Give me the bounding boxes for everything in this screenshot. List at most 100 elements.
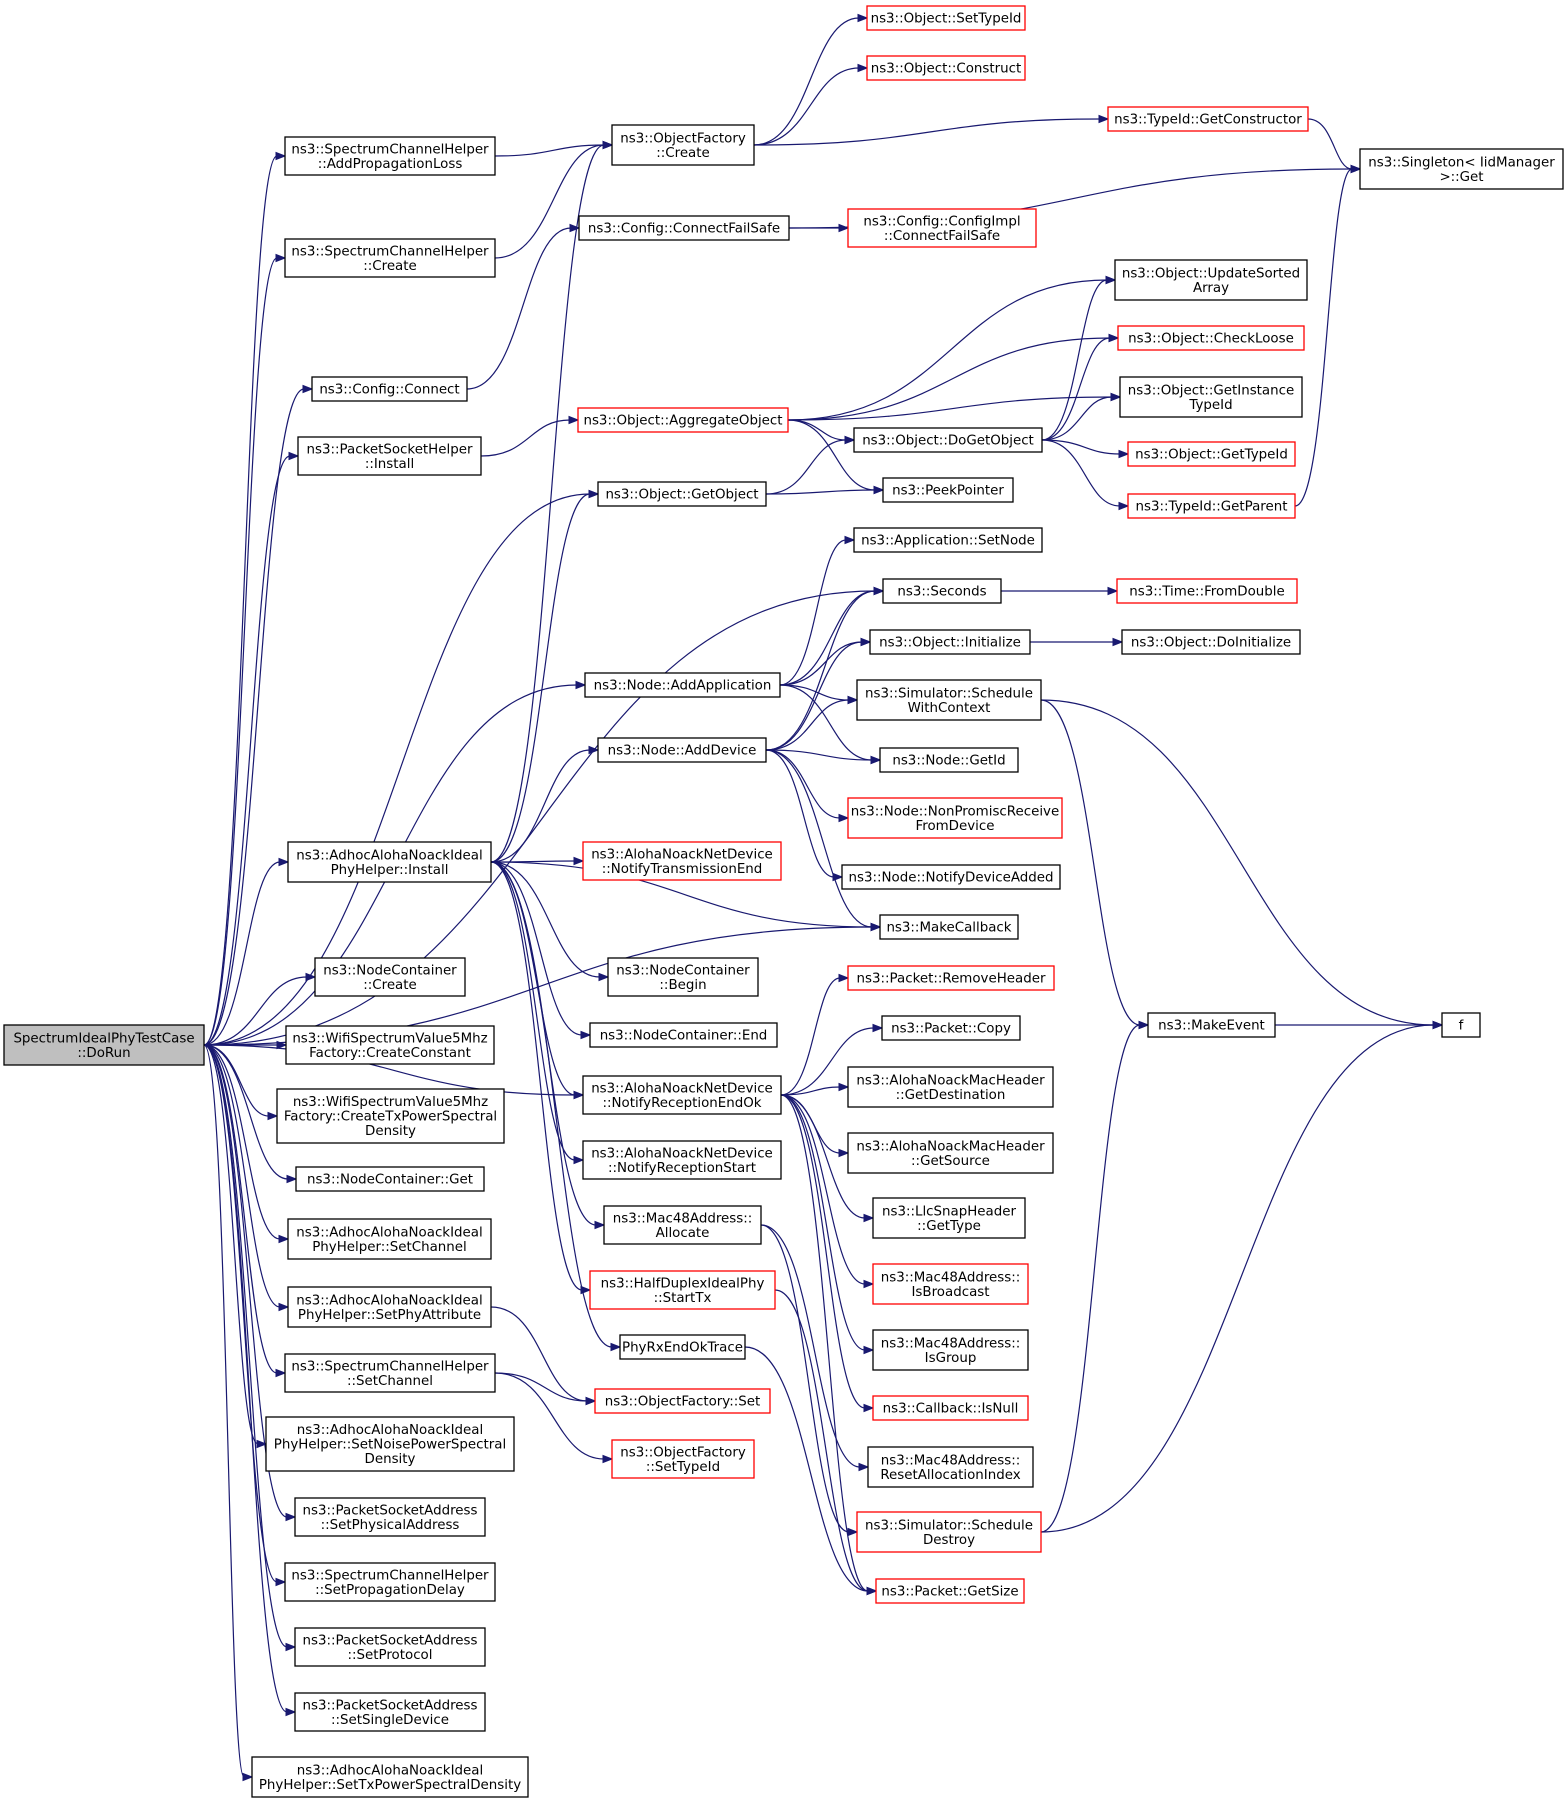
function-node-aha_install[interactable]: ns3::AdhocAlohaNoackIdealPhyHelper::Inst…: [287, 841, 492, 883]
function-node-cb_isnull[interactable]: ns3::Callback::IsNull: [872, 1395, 1029, 1421]
function-node-app_setnode[interactable]: ns3::Application::SetNode: [853, 527, 1043, 553]
call-edge-aha_setphyattr-to-of_set: [490, 1306, 597, 1406]
function-label: ns3::Object::DoGetObject: [862, 434, 1034, 449]
function-node-peekptr[interactable]: ns3::PeekPointer: [882, 477, 1014, 503]
function-node-obj_doinit[interactable]: ns3::Object::DoInitialize: [1121, 629, 1301, 655]
function-node-obj_init[interactable]: ns3::Object::Initialize: [869, 629, 1031, 655]
function-node-wsv_txpsd[interactable]: ns3::WifiSpectrumValue5MhzFactory::Creat…: [276, 1088, 505, 1144]
function-node-nc_get[interactable]: ns3::NodeContainer::Get: [295, 1166, 485, 1192]
call-edge-node_adddev-to-node_nonpromisc: [765, 749, 850, 823]
call-edge-phyrx_trace-to-pkt_getsize: [744, 1346, 878, 1596]
function-node-aha_settxpsd[interactable]: ns3::AdhocAlohaNoackIdealPhyHelper::SetT…: [251, 1756, 529, 1798]
function-label: ns3::PacketSocketAddress: [303, 1698, 478, 1713]
function-node-psa_setphys[interactable]: ns3::PacketSocketAddress::SetPhysicalAdd…: [294, 1497, 486, 1537]
function-node-hdip_starttx[interactable]: ns3::HalfDuplexIdealPhy::StartTx: [589, 1270, 776, 1310]
function-label: ns3::SpectrumChannelHelper: [291, 1359, 489, 1374]
function-node-phyrx_trace[interactable]: PhyRxEndOkTrace: [619, 1334, 746, 1360]
function-node-makeevent[interactable]: ns3::MakeEvent: [1147, 1012, 1276, 1038]
call-edge-seconds-to-time_fromdouble: [1001, 586, 1119, 596]
function-node-obj_dogetobj[interactable]: ns3::Object::DoGetObject: [853, 427, 1043, 453]
function-node-aha_setnoise[interactable]: ns3::AdhocAlohaNoackIdealPhyHelper::SetN…: [265, 1416, 515, 1472]
function-node-spch_addprop[interactable]: ns3::SpectrumChannelHelper::AddPropagati…: [284, 136, 496, 176]
function-node-anid_notifytxend[interactable]: ns3::AlohaNoackNetDevice::NotifyTransmis…: [582, 841, 782, 881]
function-node-mac48_isgroup[interactable]: ns3::Mac48Address::IsGroup: [872, 1329, 1029, 1371]
call-edge-tid_getparent-to-singleton_get: [1294, 164, 1362, 507]
function-node-root[interactable]: SpectrumIdealPhyTestCase::DoRun: [3, 1024, 205, 1066]
function-node-f[interactable]: f: [1441, 1012, 1481, 1038]
function-node-nc_begin[interactable]: ns3::NodeContainer::Begin: [607, 957, 759, 997]
function-node-makecallback[interactable]: ns3::MakeCallback: [879, 914, 1019, 940]
function-node-spch_setdelay[interactable]: ns3::SpectrumChannelHelper::SetPropagati…: [284, 1562, 496, 1602]
function-node-anid_notifyrxstart[interactable]: ns3::AlohaNoackNetDevice::NotifyReceptio…: [582, 1140, 782, 1180]
function-node-cfg_connect[interactable]: ns3::Config::Connect: [311, 376, 468, 402]
function-label: ns3::Config::Connect: [319, 383, 459, 398]
call-edge-anid_notifyrxok-to-pkt_removehdr: [780, 973, 850, 1096]
call-edge-root-to-aha_install: [203, 857, 290, 1046]
function-node-psa_setsingle[interactable]: ns3::PacketSocketAddress::SetSingleDevic…: [294, 1692, 486, 1732]
call-edge-root-to-psh_install: [203, 451, 300, 1046]
function-node-time_fromdouble[interactable]: ns3::Time::FromDouble: [1116, 578, 1298, 604]
function-node-aha_setphyattr[interactable]: ns3::AdhocAlohaNoackIdealPhyHelper::SetP…: [287, 1286, 492, 1328]
function-node-psa_setproto[interactable]: ns3::PacketSocketAddress::SetProtocol: [294, 1627, 486, 1667]
function-node-wsv_const[interactable]: ns3::WifiSpectrumValue5MhzFactory::Creat…: [285, 1025, 495, 1065]
function-node-pkt_getsize[interactable]: ns3::Packet::GetSize: [875, 1578, 1025, 1604]
function-label: ns3::SpectrumChannelHelper: [291, 244, 489, 259]
function-node-node_notifydevadded[interactable]: ns3::Node::NotifyDeviceAdded: [841, 864, 1061, 890]
function-label: ::Create: [656, 146, 710, 161]
function-label: ::DoRun: [77, 1046, 130, 1061]
function-node-spch_setchan[interactable]: ns3::SpectrumChannelHelper::SetChannel: [284, 1353, 496, 1393]
function-node-singleton_get[interactable]: ns3::Singleton< IidManager>::Get: [1359, 148, 1564, 190]
function-node-nc_create[interactable]: ns3::NodeContainer::Create: [314, 957, 466, 997]
function-node-node_adddev[interactable]: ns3::Node::AddDevice: [597, 737, 767, 763]
function-node-anid_notifyrxok[interactable]: ns3::AlohaNoackNetDevice::NotifyReceptio…: [582, 1075, 782, 1115]
function-label: ns3::LlcSnapHeader: [882, 1204, 1016, 1219]
call-edges: [203, 13, 1444, 1782]
function-label: ns3::Object::AggregateObject: [583, 414, 782, 429]
function-label: ns3::Object::DoInitialize: [1131, 636, 1291, 651]
function-node-of_settypeid[interactable]: ns3::ObjectFactory::SetTypeId: [611, 1439, 755, 1479]
function-label: ns3::SpectrumChannelHelper: [291, 142, 489, 157]
function-node-pkt_copy[interactable]: ns3::Packet::Copy: [881, 1015, 1021, 1041]
function-node-llc_gettype[interactable]: ns3::LlcSnapHeader::GetType: [872, 1197, 1026, 1239]
function-label: ::NotifyReceptionStart: [608, 1161, 756, 1176]
function-node-obj_construct[interactable]: ns3::Object::Construct: [866, 55, 1026, 81]
function-node-mac48_alloc[interactable]: ns3::Mac48Address::Allocate: [603, 1205, 762, 1245]
function-node-obj_aggr[interactable]: ns3::Object::AggregateObject: [577, 407, 789, 433]
function-node-spch_create[interactable]: ns3::SpectrumChannelHelper::Create: [284, 238, 496, 278]
function-node-aha_setchan[interactable]: ns3::AdhocAlohaNoackIdealPhyHelper::SetC…: [287, 1218, 492, 1260]
function-node-anmh_getsrc[interactable]: ns3::AlohaNoackMacHeader::GetSource: [847, 1132, 1054, 1174]
function-node-seconds[interactable]: ns3::Seconds: [882, 578, 1002, 604]
function-node-nc_end[interactable]: ns3::NodeContainer::End: [589, 1022, 778, 1048]
call-edge-spch_setchan-to-of_settypeid: [494, 1372, 614, 1464]
function-label: ns3::Mac48Address::: [881, 1453, 1021, 1468]
function-node-tid_getparent[interactable]: ns3::TypeId::GetParent: [1127, 493, 1296, 519]
function-label: ns3::Object::UpdateSorted: [1122, 266, 1300, 281]
function-node-psh_install[interactable]: ns3::PacketSocketHelper::Install: [297, 436, 482, 476]
function-node-node_addapp[interactable]: ns3::Node::AddApplication: [584, 672, 781, 698]
function-node-mac48_isbcast[interactable]: ns3::Mac48Address::IsBroadcast: [872, 1263, 1029, 1305]
function-node-cfgimpl_cfs[interactable]: ns3::Config::ConfigImpl::ConnectFailSafe: [847, 208, 1037, 248]
function-node-obj_settypeid[interactable]: ns3::Object::SetTypeId: [866, 5, 1026, 31]
function-node-cfg_cfs[interactable]: ns3::Config::ConnectFailSafe: [578, 215, 790, 241]
function-node-mac48_resetalloc[interactable]: ns3::Mac48Address::ResetAllocationIndex: [867, 1446, 1034, 1488]
function-node-node_getid[interactable]: ns3::Node::GetId: [879, 747, 1019, 773]
function-node-obj_gettypeid[interactable]: ns3::Object::GetTypeId: [1127, 441, 1296, 467]
call-edge-root-to-psa_setphys: [203, 1044, 297, 1522]
call-edge-anid_notifyrxok-to-mac48_isgroup: [780, 1094, 875, 1355]
function-label: ns3::NodeContainer::Get: [307, 1173, 473, 1188]
function-node-anmh_getdest[interactable]: ns3::AlohaNoackMacHeader::GetDestination: [847, 1066, 1054, 1108]
function-node-of_set[interactable]: ns3::ObjectFactory::Set: [594, 1388, 771, 1414]
function-node-tid_getctor[interactable]: ns3::TypeId::GetConstructor: [1107, 106, 1309, 132]
function-node-obj_checkloose[interactable]: ns3::Object::CheckLoose: [1117, 325, 1305, 351]
function-label: ns3::AdhocAlohaNoackIdeal: [297, 1763, 483, 1778]
function-node-obj_getobj[interactable]: ns3::Object::GetObject: [597, 481, 767, 507]
function-label: ns3::Object::Initialize: [879, 636, 1021, 651]
function-node-of_create[interactable]: ns3::ObjectFactory::Create: [611, 124, 755, 166]
function-node-pkt_removehdr[interactable]: ns3::Packet::RemoveHeader: [847, 965, 1055, 991]
function-label: ns3::AlohaNoackMacHeader: [856, 1073, 1045, 1088]
